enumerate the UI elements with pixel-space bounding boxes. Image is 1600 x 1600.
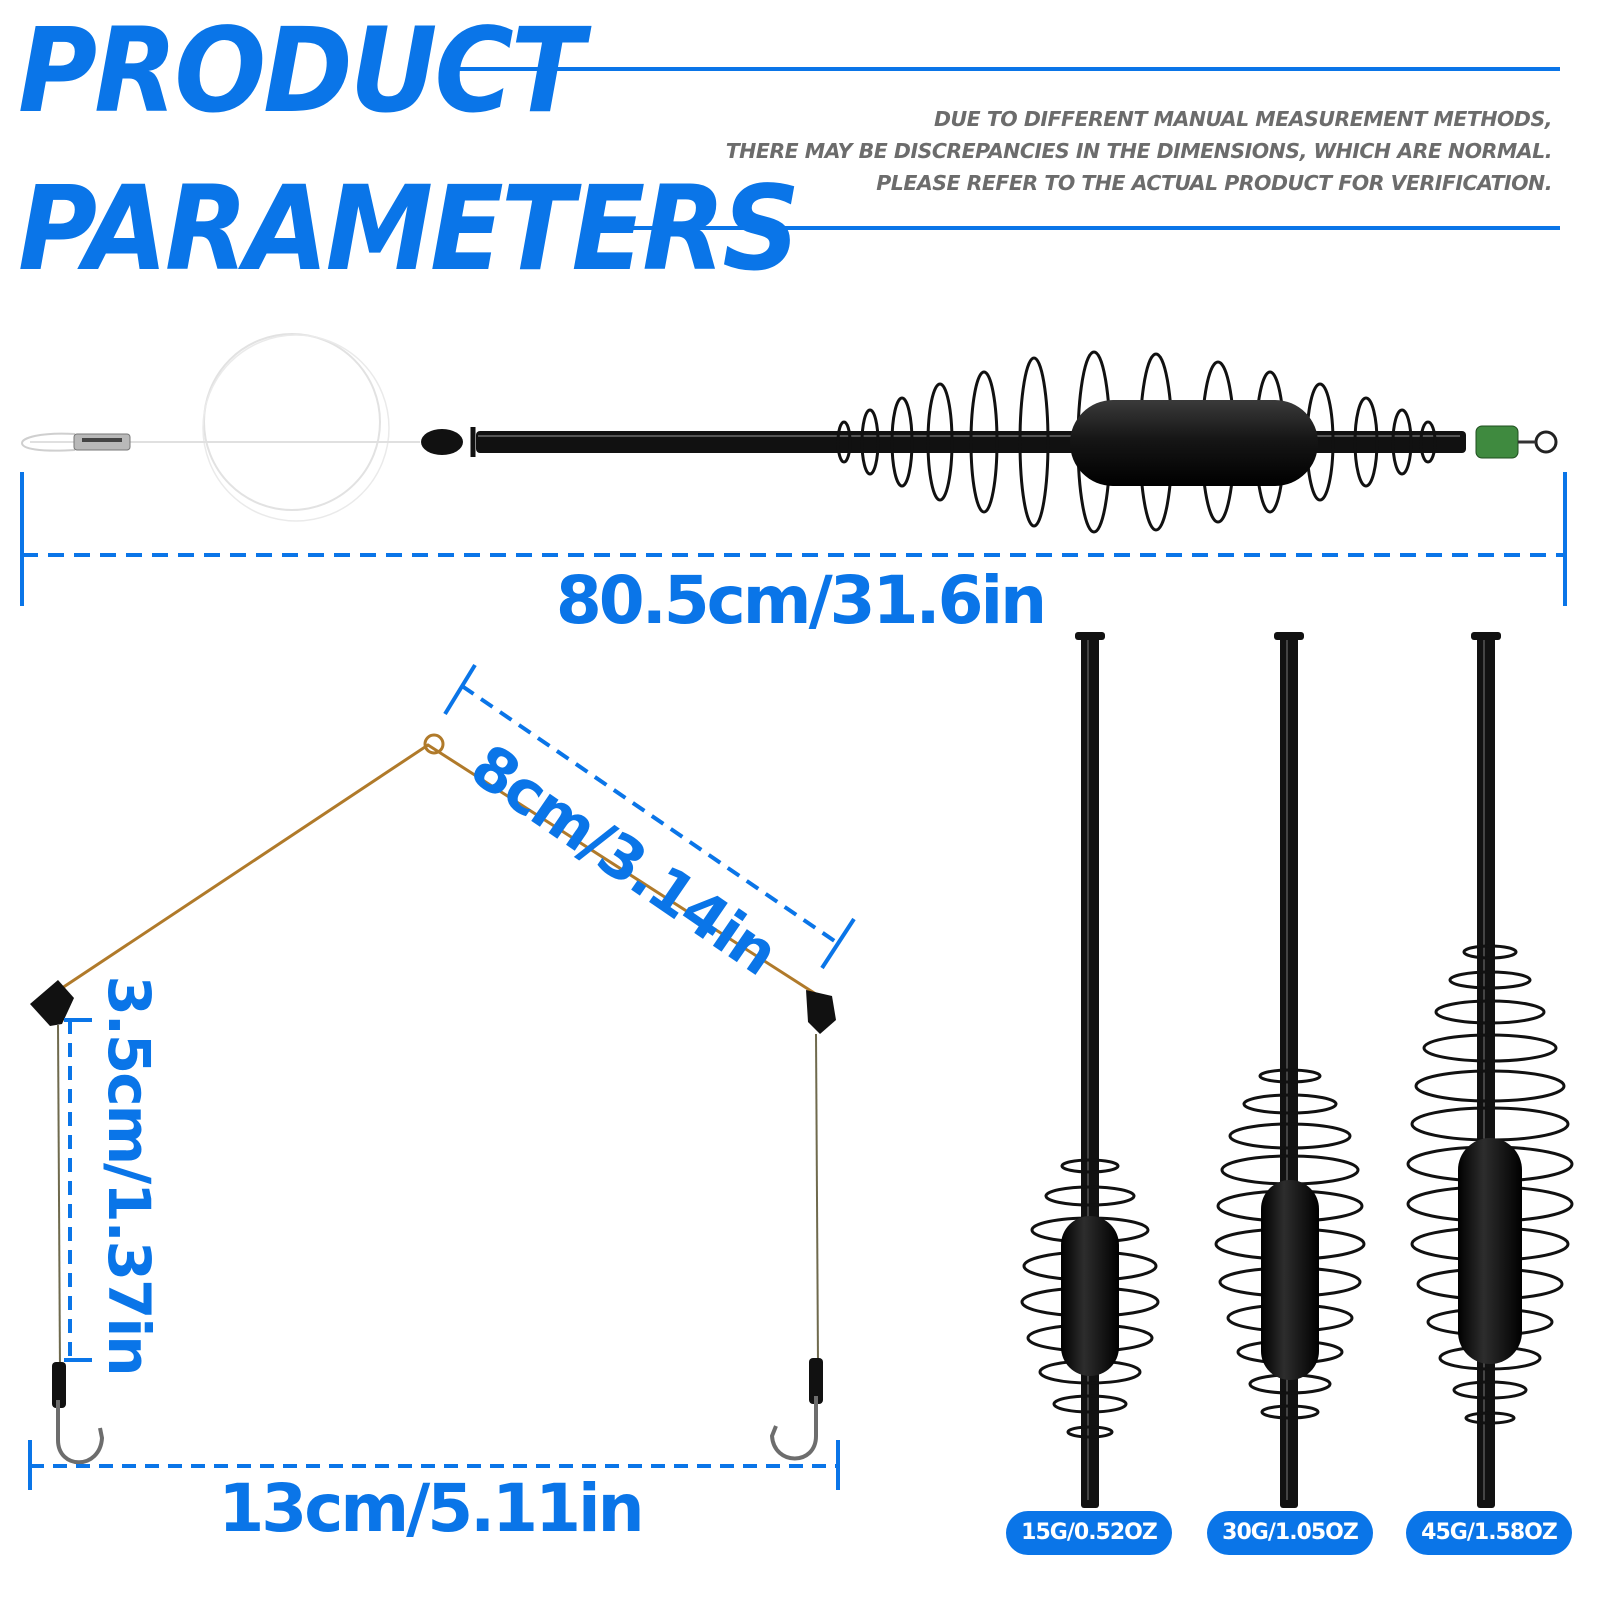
feeder-medium: [1214, 632, 1366, 1508]
disclaimer-line: THERE MAY BE DISCREPANCIES IN THE DIMENS…: [725, 139, 1553, 163]
hook-sleeve-left: [52, 1362, 66, 1408]
rubber-bead: [421, 429, 463, 455]
drop-length-dimension: [64, 1018, 92, 1362]
boom-eye: [423, 733, 445, 755]
leader-line-coil: [202, 334, 390, 522]
hook-span-dimension: [28, 1440, 840, 1490]
swivel-ring: [1534, 430, 1558, 454]
weight-badge-45g: 45G/1.58OZ: [1406, 1511, 1572, 1555]
page-title-line1: PRODUCT: [18, 4, 584, 140]
fish-hook-right: [769, 1396, 818, 1461]
hook-boom: [30, 733, 836, 1465]
total-length-label: 80.5cm/31.6in: [555, 562, 1047, 639]
header-rule-top: [445, 67, 1560, 71]
leader-line-coil: [203, 333, 381, 511]
hook-line-right: [815, 1033, 819, 1365]
full-rig: [20, 333, 1558, 534]
total-length-dimension: [20, 472, 1567, 606]
measurement-disclaimer: DUE TO DIFFERENT MANUAL MEASUREMENT METH…: [725, 103, 1553, 199]
anti-tangle-sleeve-left: [30, 980, 74, 1026]
anti-tangle-sleeve-right: [806, 990, 836, 1034]
hook-sleeve-right: [809, 1358, 823, 1404]
feeder-small: [1020, 632, 1160, 1508]
line-loop: [20, 432, 76, 452]
hook-span-label: 13cm/5.11in: [218, 1470, 644, 1547]
weight-badge-15g: 15G/0.52OZ: [1006, 1511, 1172, 1555]
drop-length-label: 3.5cm/1.37in: [95, 975, 163, 1375]
hook-line-left: [57, 1024, 61, 1373]
disclaimer-line: PLEASE REFER TO THE ACTUAL PRODUCT FOR V…: [876, 171, 1552, 195]
fish-hook-left: [56, 1400, 105, 1465]
arm-length-dimension: [443, 663, 856, 970]
bronze-wire-boom: [43, 743, 823, 1002]
crimp-sleeve-detail: [82, 438, 122, 442]
swivel-sleeve: [1475, 425, 1519, 459]
weight-badge-30g: 30G/1.05OZ: [1207, 1511, 1373, 1555]
feeder-weight: [1070, 400, 1318, 486]
feeder-large: [1406, 632, 1574, 1508]
disclaimer-line: DUE TO DIFFERENT MANUAL MEASUREMENT METH…: [934, 107, 1552, 131]
header-rule-bottom: [612, 226, 1560, 230]
